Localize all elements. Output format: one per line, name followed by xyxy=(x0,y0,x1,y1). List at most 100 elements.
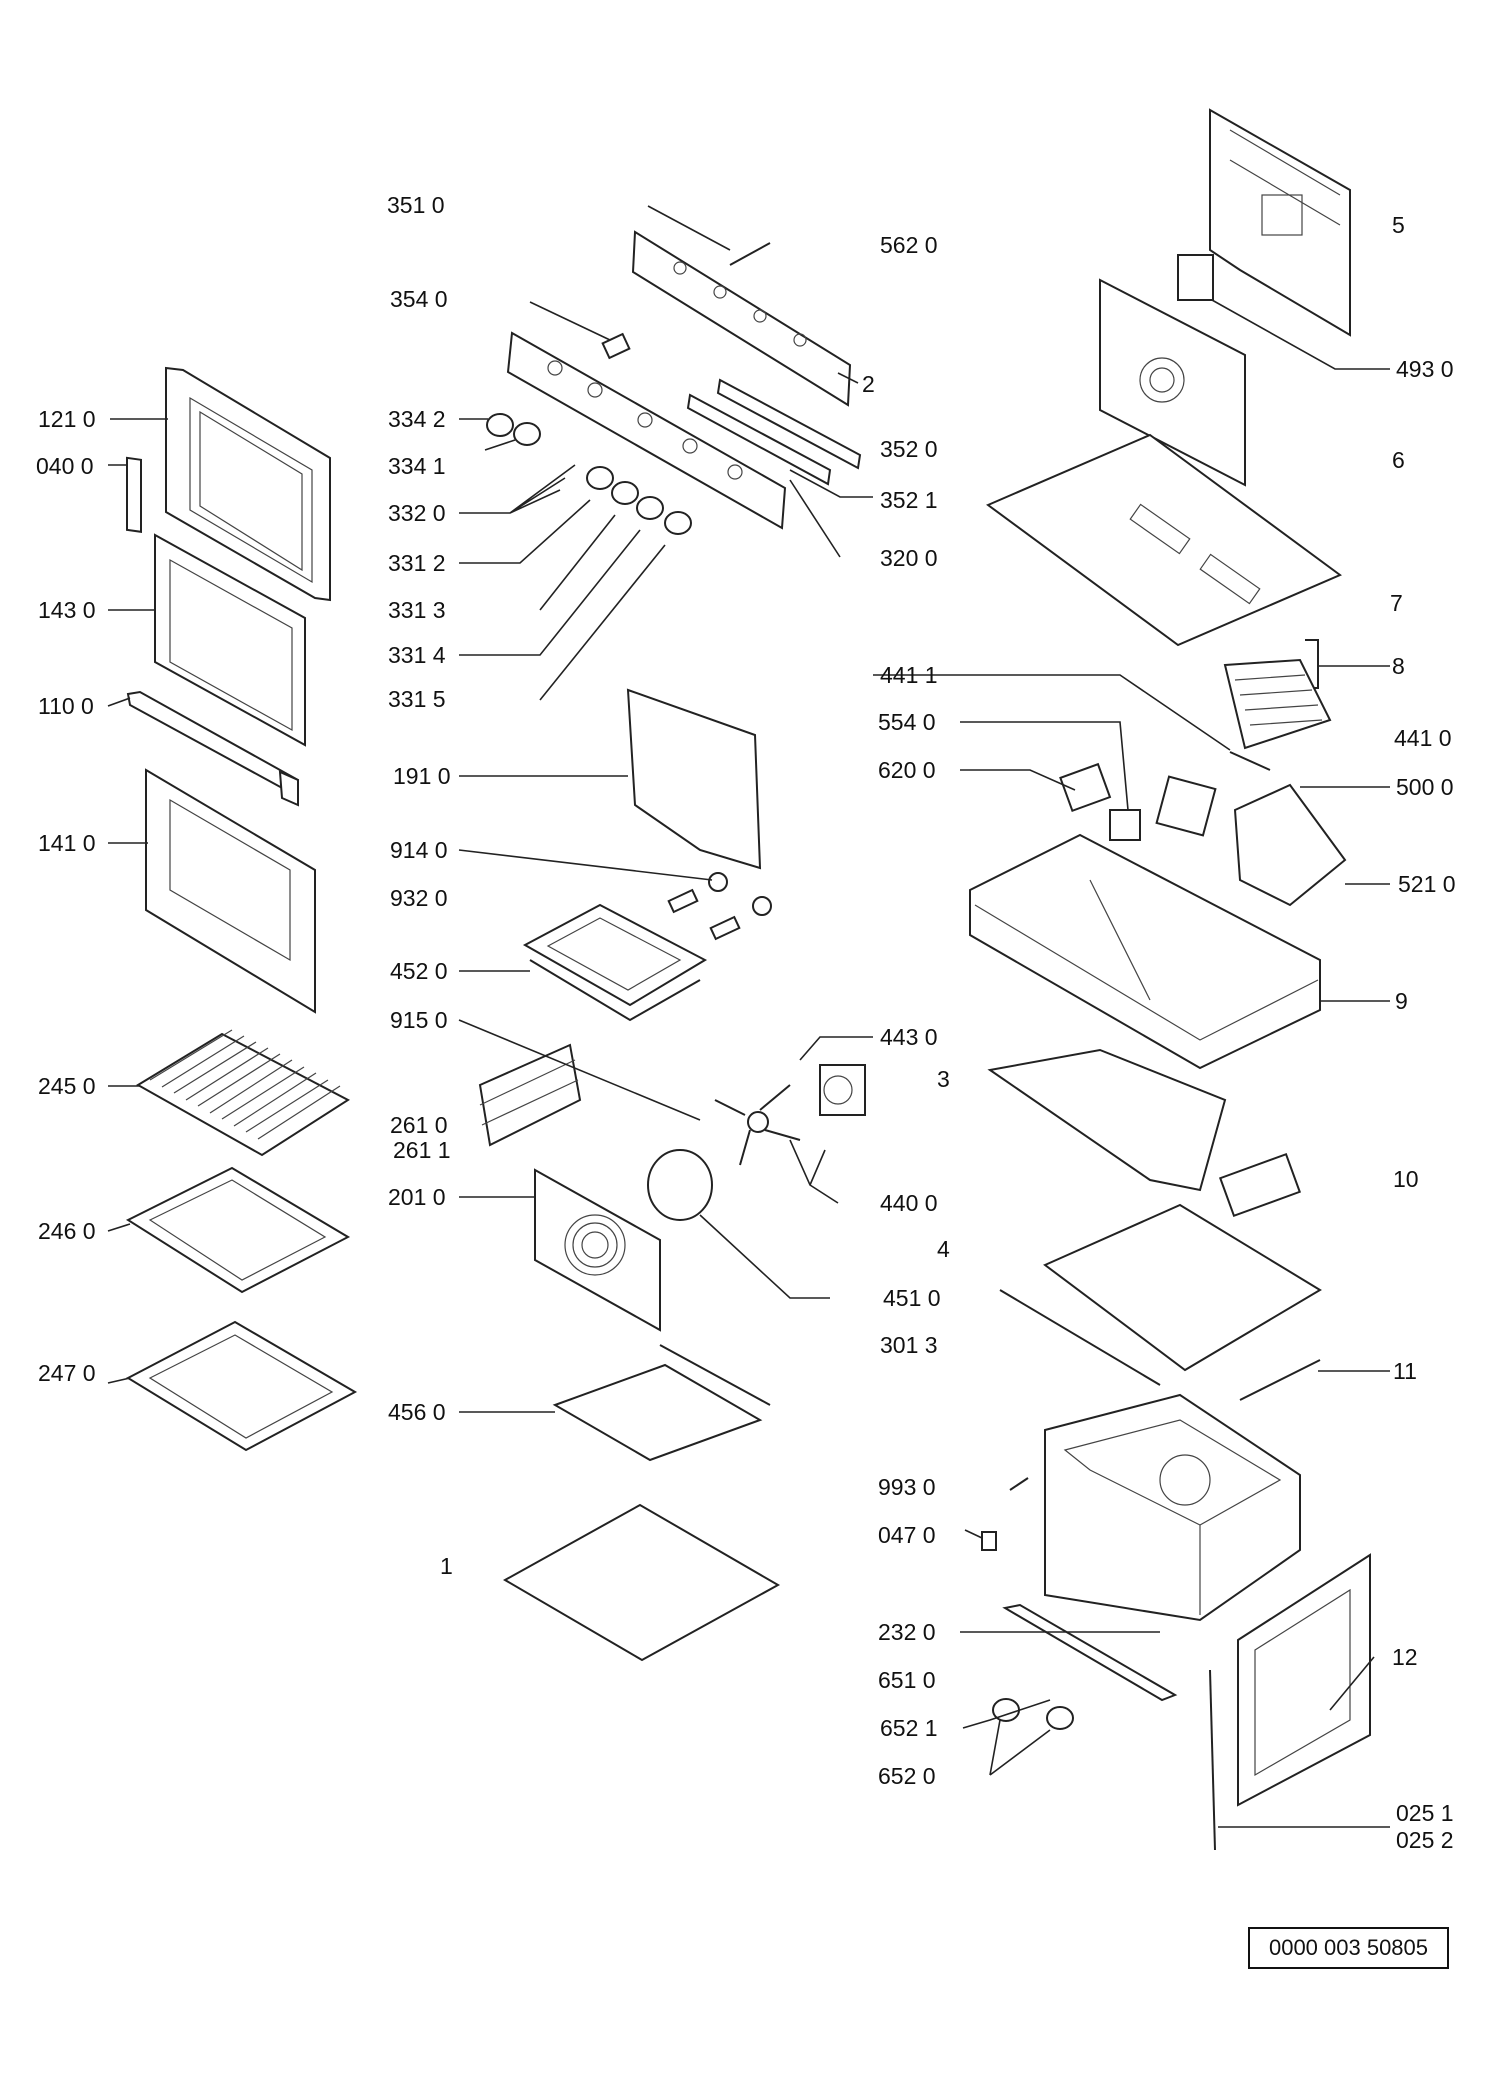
part-label-191-0: 191 0 xyxy=(393,763,451,789)
part-chassis-9 xyxy=(969,833,1321,1070)
part-switch-620 xyxy=(1059,762,1112,813)
part-small-parts-993-047 xyxy=(981,1477,1029,1551)
part-oven-cavity xyxy=(1044,1393,1301,1622)
part-knob-354 xyxy=(601,332,631,360)
part-label-932-0: 932 0 xyxy=(390,885,448,911)
part-thermostat-493 xyxy=(1177,254,1214,301)
part-fan-443 xyxy=(714,1064,866,1166)
part-label-554-0: 554 0 xyxy=(878,709,936,735)
part-label-521-0: 521 0 xyxy=(1398,871,1456,897)
part-label-261-0: 261 0 xyxy=(390,1112,448,1138)
part-label-025-2: 025 2 xyxy=(1396,1827,1454,1853)
part-side-racks-261 xyxy=(478,1043,582,1147)
part-label-334-1: 334 1 xyxy=(388,453,446,479)
part-control-panel-rear xyxy=(631,230,852,407)
part-rear-panel-5 xyxy=(1209,108,1351,337)
part-label-9: 9 xyxy=(1395,988,1408,1014)
part-side-panel-3 xyxy=(987,1048,1227,1192)
part-back-wall-6 xyxy=(1099,278,1246,487)
part-heating-element-452 xyxy=(522,903,708,1022)
part-control-panel-front-320 xyxy=(506,331,787,530)
part-label-5: 5 xyxy=(1392,212,1405,238)
part-label-331-2: 331 2 xyxy=(388,550,446,576)
part-label-334-2: 334 2 xyxy=(388,406,446,432)
part-label-11: 11 xyxy=(1393,1358,1417,1384)
part-grid-shelf-245 xyxy=(136,1029,350,1157)
part-top-cover-7 xyxy=(986,433,1342,647)
part-label-914-0: 914 0 xyxy=(390,837,448,863)
part-label-493-0: 493 0 xyxy=(1396,356,1454,382)
drawing-reference-code: 0000 003 50805 xyxy=(1248,1927,1449,1969)
part-lamps-914-932 xyxy=(667,872,772,941)
part-label-915-0: 915 0 xyxy=(390,1007,448,1033)
part-switch-500 xyxy=(1155,775,1217,837)
part-tray-247 xyxy=(125,1320,358,1452)
part-label-2: 2 xyxy=(862,371,875,397)
part-label-245-0: 245 0 xyxy=(38,1073,96,1099)
part-label-993-0: 993 0 xyxy=(878,1474,936,1500)
part-outer-door-141 xyxy=(145,768,316,1014)
part-motor-441 xyxy=(1223,658,1332,771)
part-label-352-0: 352 0 xyxy=(880,436,938,462)
part-label-143-0: 143 0 xyxy=(38,597,96,623)
part-rod-562 xyxy=(729,242,771,266)
part-knobs-334-331 xyxy=(486,413,692,535)
part-label-025-1: 025 1 xyxy=(1396,1800,1454,1826)
part-label-141-0: 141 0 xyxy=(38,830,96,856)
part-bracket-10 xyxy=(1218,1152,1302,1218)
part-label-652-1: 652 1 xyxy=(880,1715,938,1741)
leader-lines xyxy=(107,205,1390,1828)
part-label-351-0: 351 0 xyxy=(387,192,445,218)
part-label-047-0: 047 0 xyxy=(878,1522,936,1548)
part-label-232-0: 232 0 xyxy=(878,1619,936,1645)
part-label-452-0: 452 0 xyxy=(390,958,448,984)
part-rail-025 xyxy=(1209,1669,1216,1851)
part-label-440-0: 440 0 xyxy=(880,1190,938,1216)
part-label-247-0: 247 0 xyxy=(38,1360,96,1386)
part-gasket-451 xyxy=(647,1149,713,1221)
part-label-6: 6 xyxy=(1392,447,1405,473)
part-label-651-0: 651 0 xyxy=(878,1667,936,1693)
part-label-441-0: 441 0 xyxy=(1394,725,1452,751)
part-label-1: 1 xyxy=(440,1553,453,1579)
part-bottom-plate-4 xyxy=(999,1203,1322,1386)
part-label-320-0: 320 0 xyxy=(880,545,938,571)
part-label-040-0: 040 0 xyxy=(36,453,94,479)
part-label-500-0: 500 0 xyxy=(1396,774,1454,800)
part-label-261-1: 261 1 xyxy=(393,1137,451,1163)
part-door-frame-121 xyxy=(165,366,331,602)
part-door-seal-12 xyxy=(1237,1553,1371,1807)
part-plate-456 xyxy=(552,1344,771,1462)
part-label-331-4: 331 4 xyxy=(388,642,446,668)
part-label-443-0: 443 0 xyxy=(880,1024,938,1050)
part-strip-352 xyxy=(686,378,862,486)
part-inner-glass-143 xyxy=(154,533,306,747)
part-label-451-0: 451 0 xyxy=(883,1285,941,1311)
part-rod-11 xyxy=(1239,1359,1321,1401)
part-label-620-0: 620 0 xyxy=(878,757,936,783)
part-label-10: 10 xyxy=(1393,1166,1419,1192)
part-label-354-0: 354 0 xyxy=(390,286,448,312)
part-thermostat-554 xyxy=(1109,809,1141,841)
part-fan-cover-201 xyxy=(534,1168,661,1332)
part-label-8: 8 xyxy=(1392,653,1405,679)
part-label-110-0: 110 0 xyxy=(38,693,94,719)
part-strip-110 xyxy=(126,690,300,807)
part-hinge-040 xyxy=(126,456,142,533)
part-knobs-651-652 xyxy=(992,1698,1074,1730)
part-label-352-1: 352 1 xyxy=(880,487,938,513)
part-label-246-0: 246 0 xyxy=(38,1218,96,1244)
part-label-7: 7 xyxy=(1390,590,1403,616)
part-label-301-3: 301 3 xyxy=(880,1332,938,1358)
part-label-332-0: 332 0 xyxy=(388,500,446,526)
part-label-4: 4 xyxy=(937,1236,950,1262)
part-label-456-0: 456 0 xyxy=(388,1399,446,1425)
part-timer-521 xyxy=(1233,783,1347,907)
part-label-3: 3 xyxy=(937,1066,950,1092)
part-label-652-0: 652 0 xyxy=(878,1763,936,1789)
part-label-331-3: 331 3 xyxy=(388,597,446,623)
part-label-201-0: 201 0 xyxy=(388,1184,446,1210)
part-label-562-0: 562 0 xyxy=(880,232,938,258)
part-label-12: 12 xyxy=(1392,1644,1418,1670)
